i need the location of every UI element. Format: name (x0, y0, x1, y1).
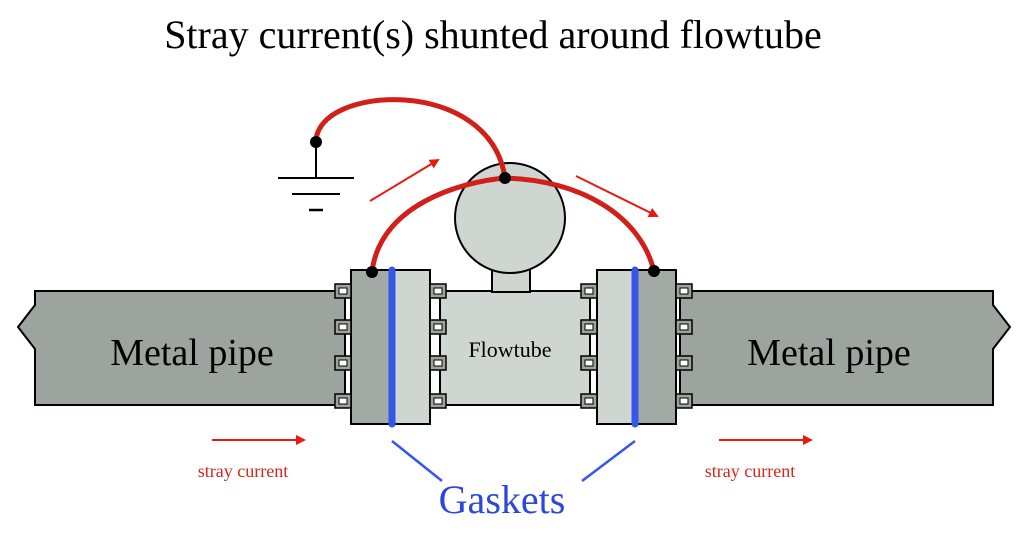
right-pipe-label: Metal pipe (747, 332, 911, 374)
stray-current-label-right: stray current (705, 461, 795, 481)
bolt-right-inner-icon (580, 283, 598, 299)
left-flange-inner (391, 269, 431, 425)
right-flange-outer (634, 269, 677, 425)
gasket-pointer-right (581, 440, 636, 482)
gasket-pointer-left (391, 440, 443, 482)
right-flange-junction-dot (648, 265, 660, 277)
left-flange-junction-dot (366, 266, 378, 278)
bolt-left-inner-icon (429, 355, 447, 371)
flange-bolts (334, 283, 693, 409)
right-bond-wire (502, 175, 657, 274)
bolt-right-outer-icon (675, 319, 693, 335)
left-metal-pipe (16, 290, 346, 406)
bolt-left-inner-icon (429, 393, 447, 409)
bolt-right-outer-icon (675, 393, 693, 409)
wire-current-arrow-right (575, 175, 659, 217)
bolt-left-outer-icon (334, 355, 352, 371)
flowtube-label: Flowtube (468, 337, 551, 362)
flowtube-body (439, 290, 591, 406)
transmitter-head (454, 162, 566, 274)
left-flange-outer (350, 269, 393, 425)
bolt-right-inner-icon (580, 393, 598, 409)
bolt-left-outer-icon (334, 393, 352, 409)
gaskets-label: Gaskets (439, 477, 566, 522)
bolt-right-inner-icon (580, 355, 598, 371)
transmitter-junction-dot (499, 172, 511, 184)
right-flange-inner (596, 269, 636, 425)
ground-wire (313, 97, 508, 181)
bolt-right-outer-icon (675, 283, 693, 299)
bolt-left-inner-icon (429, 283, 447, 299)
ground-icon (278, 142, 354, 212)
bolt-right-outer-icon (675, 355, 693, 371)
ground-junction-dot (310, 136, 322, 148)
right-metal-pipe (679, 290, 1012, 406)
diagram-title: Stray current(s) shunted around flowtube (164, 12, 822, 57)
left-bond-wire (369, 175, 508, 275)
bolt-left-inner-icon (429, 319, 447, 335)
left-pipe-label: Metal pipe (110, 332, 274, 374)
bolt-left-outer-icon (334, 319, 352, 335)
bolt-left-outer-icon (334, 283, 352, 299)
wire-current-arrow-left (369, 158, 440, 202)
bolt-right-inner-icon (580, 319, 598, 335)
stray-current-label-left: stray current (198, 461, 288, 481)
